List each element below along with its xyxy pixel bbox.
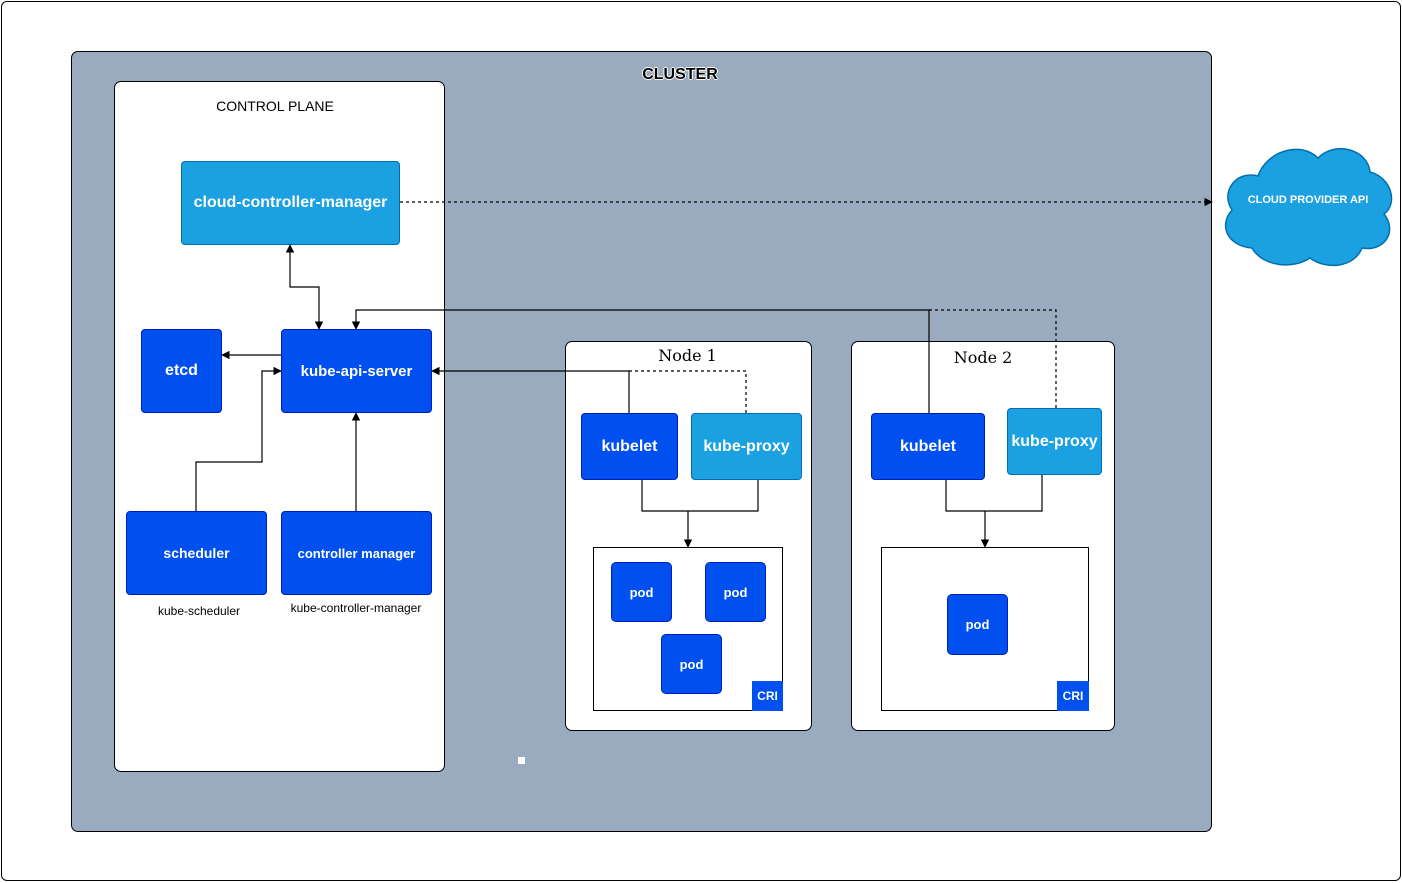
controller-manager-box: controller manager	[281, 511, 432, 595]
node-1-cri-badge: CRI	[752, 681, 783, 711]
node-1-kube-proxy-box: kube-proxy	[691, 413, 802, 480]
cloud-provider-label: CLOUD PROVIDER API	[1247, 194, 1369, 206]
scheduler-caption: kube-scheduler	[157, 604, 241, 618]
ccm-api-connector	[285, 244, 324, 330]
etcd-box: etcd	[141, 329, 222, 413]
node1-pods-connector	[641, 480, 759, 547]
cloud-provider-shape	[1224, 148, 1393, 267]
node-1-pod: pod	[705, 562, 766, 622]
kube-api-server-box: kube-api-server	[281, 329, 432, 413]
node-2-cri-badge: CRI	[1057, 681, 1089, 711]
cloud-controller-manager-box: cloud-controller-manager	[181, 161, 400, 245]
marker-square	[518, 757, 525, 764]
node-1-pod: pod	[661, 634, 722, 694]
node-1-pod: pod	[611, 562, 672, 622]
node-2-pod: pod	[947, 594, 1008, 655]
node2-proxy-api-connector	[929, 309, 1057, 408]
node2-kubelet-api-connector	[351, 309, 930, 413]
node-2-kube-proxy-box: kube-proxy	[1007, 408, 1102, 475]
scheduler-box: scheduler	[126, 511, 267, 595]
node2-pods-connector	[945, 475, 1043, 547]
control-plane-title: CONTROL PLANE	[216, 98, 334, 114]
node-2-title: Node 2	[953, 348, 1013, 367]
cluster-title: CLUSTER	[642, 66, 718, 83]
node-1-title: Node 1	[658, 346, 717, 365]
scheduler-api-connector	[195, 366, 282, 511]
node-2-kubelet-box: kubelet	[871, 413, 985, 480]
node1-proxy-api-connector	[629, 370, 747, 413]
node-1-kubelet-box: kubelet	[581, 413, 678, 480]
controller-manager-caption: kube-controller-manager	[290, 601, 422, 615]
node1-kubelet-api-connector	[431, 366, 630, 413]
